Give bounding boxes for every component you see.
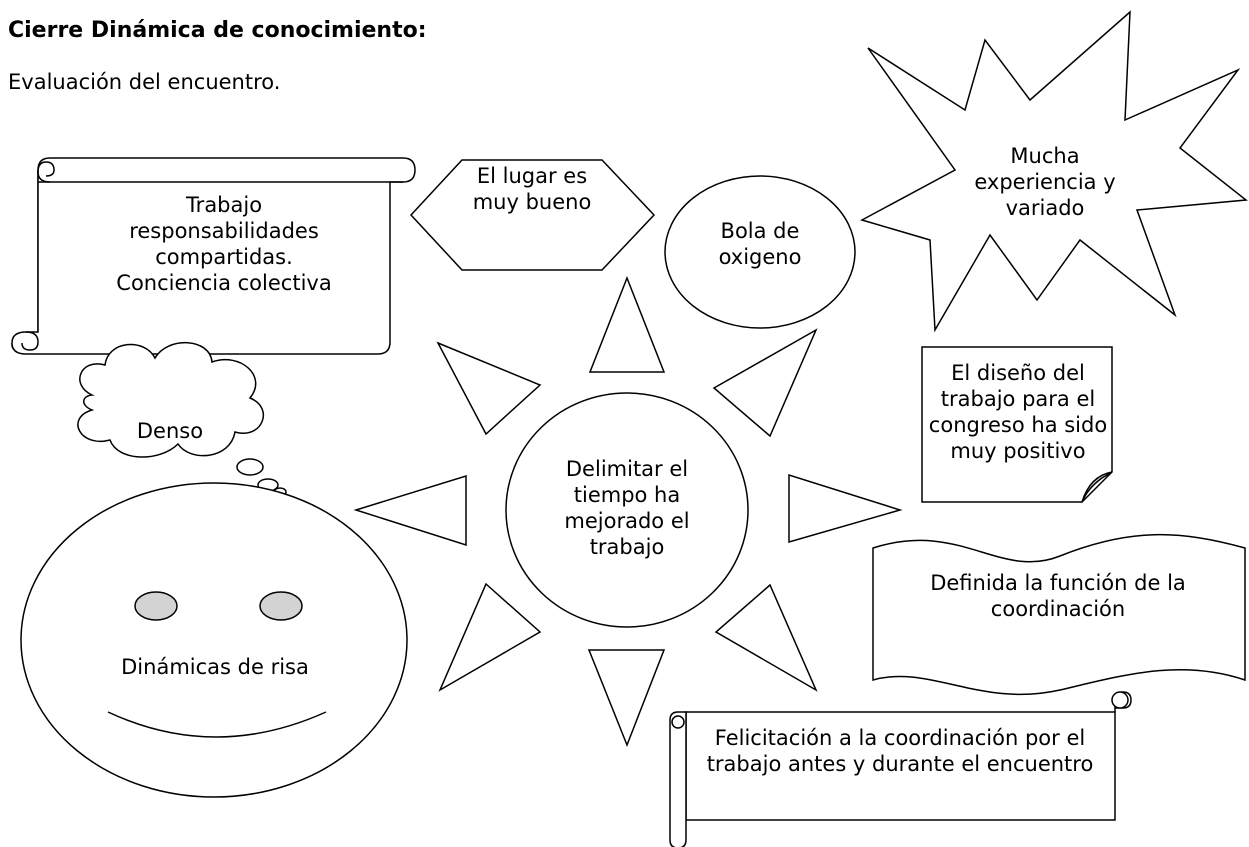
page-subtitle: Evaluación del encuentro. (8, 70, 281, 94)
left-eye (134, 591, 178, 621)
scroll-left-shape (11, 157, 416, 355)
hexagon-shape (409, 159, 656, 271)
oval-label: Bola de oxigeno (718, 219, 802, 269)
smile-mouth (107, 711, 327, 738)
oval-shape (664, 175, 856, 329)
ray-bottom-left (438, 582, 542, 692)
ray-bottom-right (714, 583, 818, 692)
starburst-label: Mucha experiencia y variado (974, 144, 1116, 220)
hexagon-label: El lugar es muy bueno (472, 164, 592, 214)
scroll-bottom-shape (669, 691, 1132, 847)
starburst-shape (860, 10, 1248, 333)
center-circle-label: Delimitar el tiempo ha mejorado el traba… (564, 457, 690, 559)
wave-banner-shape (872, 534, 1246, 696)
folded-note-shape (921, 346, 1113, 503)
ray-bottom (587, 649, 666, 748)
wave-banner-label: Definida la función de la coordinación (930, 571, 1186, 621)
sun-rays (353, 275, 903, 748)
ray-top-right (712, 328, 818, 438)
ray-top-left (436, 341, 542, 436)
center-circle (505, 392, 749, 628)
scroll-left-label: Trabajo responsabilidades compartidas. C… (116, 193, 332, 295)
smiley-shape (20, 482, 408, 798)
ray-left (353, 474, 467, 547)
ray-top (588, 275, 666, 373)
folded-note-label: El diseño del trabajo para el congreso h… (928, 361, 1108, 463)
page-title: Cierre Dinámica de conocimiento: (8, 18, 427, 43)
right-eye (259, 591, 303, 621)
cloud-label: Denso (136, 419, 204, 443)
smiley-label: Dinámicas de risa (121, 655, 309, 679)
scroll-bottom-label: Felicitación a la coordinación por el tr… (706, 726, 1094, 776)
ray-right (788, 473, 903, 543)
